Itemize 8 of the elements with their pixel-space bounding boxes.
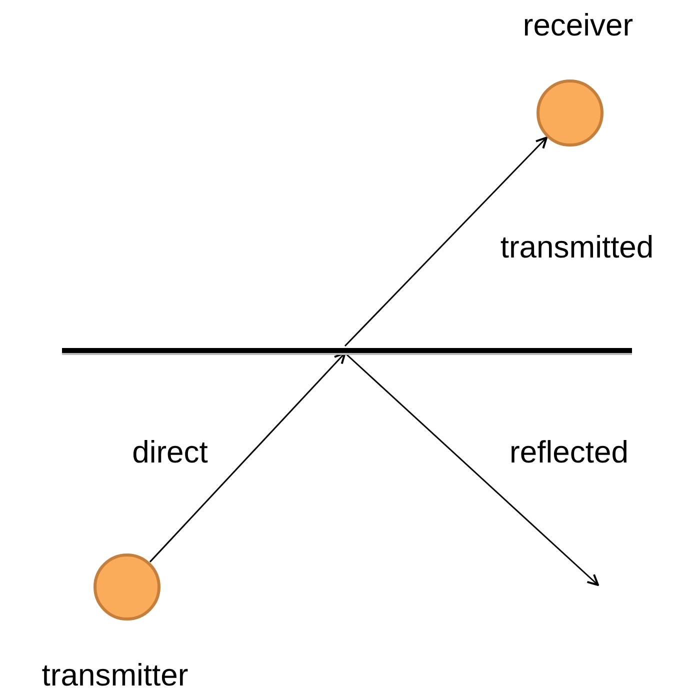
node-label: receiver	[522, 10, 634, 40]
node-label: transmitter	[42, 660, 188, 690]
arrow	[344, 136, 548, 347]
arrow	[344, 352, 599, 586]
edge-label: reflected	[510, 436, 628, 468]
edge-label: direct	[132, 436, 208, 468]
edge-label: transmitted	[500, 232, 654, 262]
arrow	[149, 352, 346, 562]
